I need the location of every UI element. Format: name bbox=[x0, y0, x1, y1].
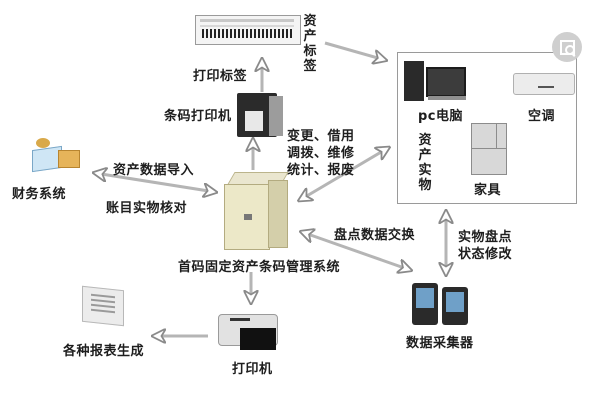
inventory-status-line1: 实物盘点 bbox=[458, 230, 513, 245]
air-conditioner-label: 空调 bbox=[528, 109, 556, 124]
core-server-image bbox=[224, 172, 290, 250]
arrow-core-collector bbox=[302, 232, 410, 270]
physical-assets-box: pc电脑 空调 资产实物 家具 bbox=[397, 52, 577, 204]
finance-reconcile-label: 账目实物核对 bbox=[106, 201, 188, 216]
asset-label-title: 资产标签 bbox=[303, 14, 317, 74]
barcode-bars bbox=[202, 29, 292, 38]
reports-label: 各种报表生成 bbox=[63, 344, 145, 359]
barcode-printer-image bbox=[237, 93, 285, 139]
printer-image bbox=[218, 310, 280, 352]
furniture-image bbox=[471, 123, 507, 175]
asset-ops-line3: 统计、报废 bbox=[287, 163, 355, 178]
finance-import-label: 资产数据导入 bbox=[113, 163, 195, 178]
data-collector-image bbox=[412, 283, 472, 325]
printer-label: 打印机 bbox=[232, 362, 273, 377]
furniture-label: 家具 bbox=[474, 183, 502, 198]
asset-ops-line1: 变更、借用 bbox=[287, 129, 355, 144]
barcode-printer-label: 条码打印机 bbox=[164, 109, 232, 124]
zoom-button[interactable] bbox=[552, 32, 582, 62]
barcode-label-image bbox=[195, 15, 301, 45]
physical-assets-label: 资产实物 bbox=[418, 133, 432, 193]
asset-ops-line2: 调拨、维修 bbox=[287, 146, 355, 161]
arrow-label-to-assets bbox=[324, 41, 385, 60]
inventory-exchange-label: 盘点数据交换 bbox=[334, 228, 416, 243]
reports-image bbox=[82, 285, 128, 328]
core-system-label: 首码固定资产条码管理系统 bbox=[178, 260, 341, 275]
data-collector-label: 数据采集器 bbox=[406, 336, 474, 351]
arrow-core-assets bbox=[300, 148, 388, 200]
finance-system-image bbox=[28, 138, 80, 174]
finance-system-label: 财务系统 bbox=[12, 187, 67, 202]
air-conditioner-image bbox=[513, 73, 575, 95]
pc-label: pc电脑 bbox=[418, 109, 464, 124]
pc-image bbox=[404, 61, 466, 101]
print-label-text: 打印标签 bbox=[193, 69, 248, 84]
arrow-finance-core bbox=[95, 173, 215, 192]
inventory-status-line2: 状态修改 bbox=[458, 247, 513, 262]
